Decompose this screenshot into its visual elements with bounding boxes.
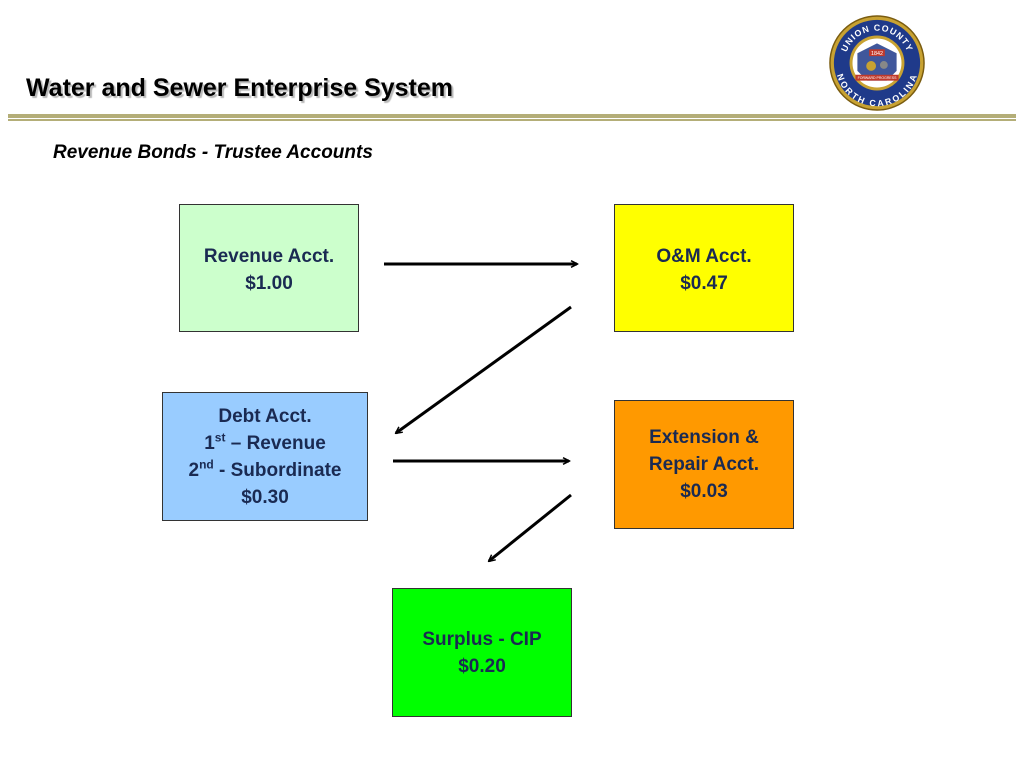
surplus-cip-box: Surplus - CIP $0.20	[392, 588, 572, 717]
second-lien-suffix: nd	[199, 457, 214, 472]
debt-account-second-lien: 2nd - Subordinate	[189, 457, 342, 484]
om-account-label: O&M Acct.	[656, 246, 752, 267]
om-account-box: O&M Acct. $0.47	[614, 204, 794, 332]
first-lien-number: 1	[204, 432, 215, 454]
extension-account-label-line2: Repair Acct.	[648, 454, 760, 475]
debt-account-first-lien: 1st – Revenue	[204, 430, 326, 457]
union-county-seal-logo: UNION COUNTY NORTH CAROLINA 1842 FORWARD…	[829, 15, 925, 111]
revenue-account-label: Revenue Acct.	[203, 246, 335, 267]
revenue-account-amount: $1.00	[245, 273, 293, 294]
debt-account-box: Debt Acct. 1st – Revenue 2nd - Subordina…	[162, 392, 368, 521]
title-divider-thin	[8, 119, 1016, 121]
revenue-account-box: Revenue Acct. $1.00	[179, 204, 359, 332]
seal-year: 1842	[871, 51, 883, 57]
second-lien-text: - Subordinate	[213, 459, 342, 481]
extension-repair-account-box: Extension & Repair Acct. $0.03	[614, 400, 794, 529]
surplus-account-amount: $0.20	[458, 655, 506, 677]
extension-account-label-line1: Extension &	[649, 427, 759, 448]
first-lien-text: – Revenue	[225, 432, 326, 454]
first-lien-suffix: st	[214, 430, 226, 445]
arrow-om-to-debt	[396, 305, 572, 433]
arrow-extension-to-surplus	[489, 493, 572, 561]
page-title: Water and Sewer Enterprise System	[26, 74, 454, 102]
om-account-amount: $0.47	[680, 273, 728, 294]
page-subtitle: Revenue Bonds - Trustee Accounts	[53, 142, 373, 163]
debt-account-label: Debt Acct.	[218, 405, 312, 427]
surplus-account-label: Surplus - CIP	[422, 628, 542, 650]
debt-account-amount: $0.30	[241, 486, 289, 508]
second-lien-number: 2	[188, 459, 200, 481]
seal-banner: FORWARD PROGRESS	[858, 76, 898, 80]
title-divider-thick	[8, 114, 1016, 118]
extension-account-amount: $0.03	[680, 481, 728, 502]
